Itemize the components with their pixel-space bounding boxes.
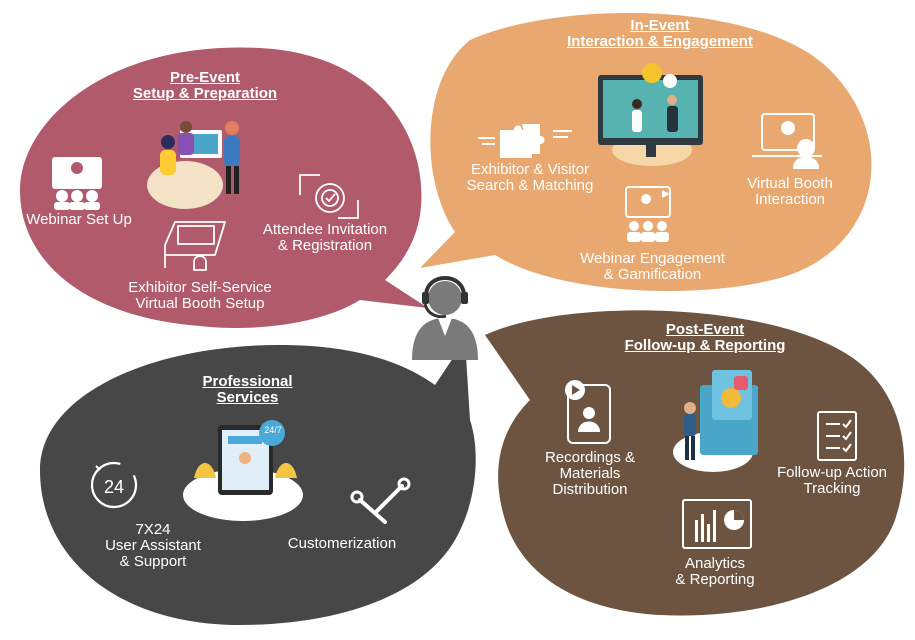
pre-event-bubble bbox=[20, 47, 428, 329]
in-event-illustration bbox=[598, 63, 703, 166]
gear-check-icon bbox=[299, 174, 359, 219]
webinar-setup-text: Webinar Set Up bbox=[26, 211, 132, 228]
matching-line1: Exhibitor & Visitor bbox=[470, 161, 590, 178]
post-event-illustration bbox=[673, 370, 758, 472]
attendee-invitation-line1: Attendee Invitation bbox=[262, 221, 388, 238]
booth-interaction-line2: Interaction bbox=[754, 191, 826, 209]
webinar-setup-label: Webinar Set Up bbox=[14, 211, 144, 228]
customization-text: Customerization bbox=[287, 535, 397, 552]
booth-interaction-label: Virtual Booth Interaction bbox=[725, 175, 855, 209]
badge-24-7-text: 24/7 bbox=[264, 425, 282, 435]
pre-event-title-line1: Pre-Event bbox=[169, 69, 241, 86]
wrench-screwdriver-icon bbox=[350, 477, 411, 524]
recordings-line2: Materials bbox=[559, 465, 621, 483]
matching-line2: Search & Matching bbox=[466, 177, 594, 195]
support-line1: 7X24 bbox=[135, 521, 171, 538]
attendee-invitation-line2: & Registration bbox=[277, 237, 373, 255]
customization-label: Customerization bbox=[272, 535, 412, 552]
in-event-title-line1: In-Event bbox=[630, 17, 690, 34]
followup-label: Follow-up Action Tracking bbox=[762, 464, 902, 498]
followup-line2: Tracking bbox=[803, 480, 861, 498]
support-line3: & Support bbox=[119, 553, 187, 571]
video-audience-icon bbox=[625, 186, 671, 242]
booth-stand-icon bbox=[164, 221, 227, 271]
pre-event-illustration bbox=[147, 121, 240, 209]
in-event-title: In-Event Interaction & Engagement bbox=[540, 17, 780, 51]
puzzle-icon bbox=[478, 124, 572, 158]
phone-video-icon bbox=[565, 380, 611, 444]
pre-event-bubble-shape bbox=[20, 47, 428, 329]
clock-24-label: 24 bbox=[104, 477, 124, 497]
pre-event-title: Pre-Event Setup & Preparation bbox=[100, 69, 310, 103]
webinar-audience-icon bbox=[52, 157, 102, 210]
analytics-label: Analytics & Reporting bbox=[645, 555, 785, 589]
attendee-invitation-label: Attendee Invitation & Registration bbox=[245, 221, 405, 255]
checklist-icon bbox=[817, 411, 857, 461]
analytics-line2: & Reporting bbox=[675, 571, 755, 589]
webinar-engagement-line2: & Gamification bbox=[603, 266, 702, 284]
professional-title-line1: Professional bbox=[202, 373, 293, 390]
followup-line1: Follow-up Action bbox=[776, 464, 888, 481]
post-event-title: Post-Event Follow-up & Reporting bbox=[600, 321, 810, 355]
badge-24-7: 24/7 bbox=[260, 425, 286, 436]
support-line2: User Assistant bbox=[105, 537, 201, 555]
recordings-line1: Recordings & bbox=[544, 449, 636, 466]
pre-event-title-line2: Setup & Preparation bbox=[132, 85, 278, 103]
post-event-title-line1: Post-Event bbox=[665, 321, 745, 338]
headset-agent-icon bbox=[412, 276, 478, 360]
recordings-label: Recordings & Materials Distribution bbox=[520, 449, 660, 499]
booth-setup-line2: Virtual Booth Setup bbox=[135, 295, 265, 313]
support-label: 7X24 User Assistant & Support bbox=[78, 521, 228, 571]
booth-setup-line1: Exhibitor Self-Service bbox=[128, 279, 272, 296]
post-event-title-line2: Follow-up & Reporting bbox=[624, 337, 786, 355]
clock-24-icon: 24 bbox=[90, 461, 138, 509]
professional-title-line2: Services bbox=[216, 389, 279, 407]
professional-illustration bbox=[183, 420, 303, 521]
webinar-engagement-line1: Webinar Engagement bbox=[580, 250, 725, 267]
recordings-line3: Distribution bbox=[552, 481, 628, 499]
matching-label: Exhibitor & Visitor Search & Matching bbox=[450, 161, 610, 195]
laptop-user-icon bbox=[752, 113, 822, 169]
booth-setup-label: Exhibitor Self-Service Virtual Booth Set… bbox=[100, 279, 300, 313]
bar-pie-chart-icon bbox=[682, 499, 752, 549]
in-event-title-line2: Interaction & Engagement bbox=[567, 33, 753, 51]
analytics-line1: Analytics bbox=[684, 555, 746, 572]
webinar-engagement-label: Webinar Engagement & Gamification bbox=[565, 250, 740, 284]
professional-title: Professional Services bbox=[180, 373, 315, 407]
booth-interaction-line1: Virtual Booth bbox=[747, 175, 833, 192]
